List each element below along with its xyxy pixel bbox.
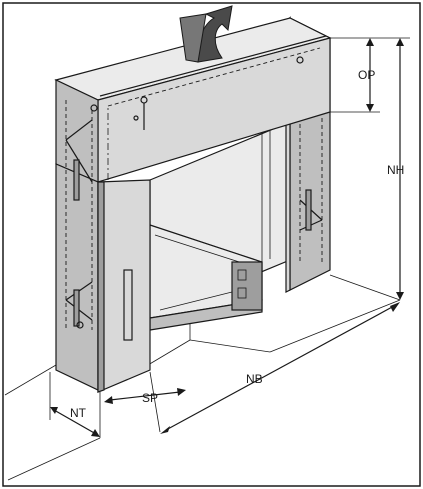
ground-lines <box>4 274 401 481</box>
op-label: OP <box>358 68 375 82</box>
nh-label: NH <box>387 163 404 177</box>
truck-bed <box>149 224 263 331</box>
nt-dimension: NT <box>49 372 100 437</box>
nh-dimension: NH <box>387 38 404 300</box>
nt-label: NT <box>70 406 87 420</box>
nb-dimension: NB <box>149 302 400 434</box>
nb-label: NB <box>246 372 263 386</box>
sp-label: SP <box>142 391 158 405</box>
lift-arrow-icon <box>179 5 233 63</box>
left-slot <box>123 269 133 341</box>
sp-dimension: SP <box>104 388 186 405</box>
left-upright <box>55 100 151 393</box>
op-dimension: OP <box>330 37 410 113</box>
